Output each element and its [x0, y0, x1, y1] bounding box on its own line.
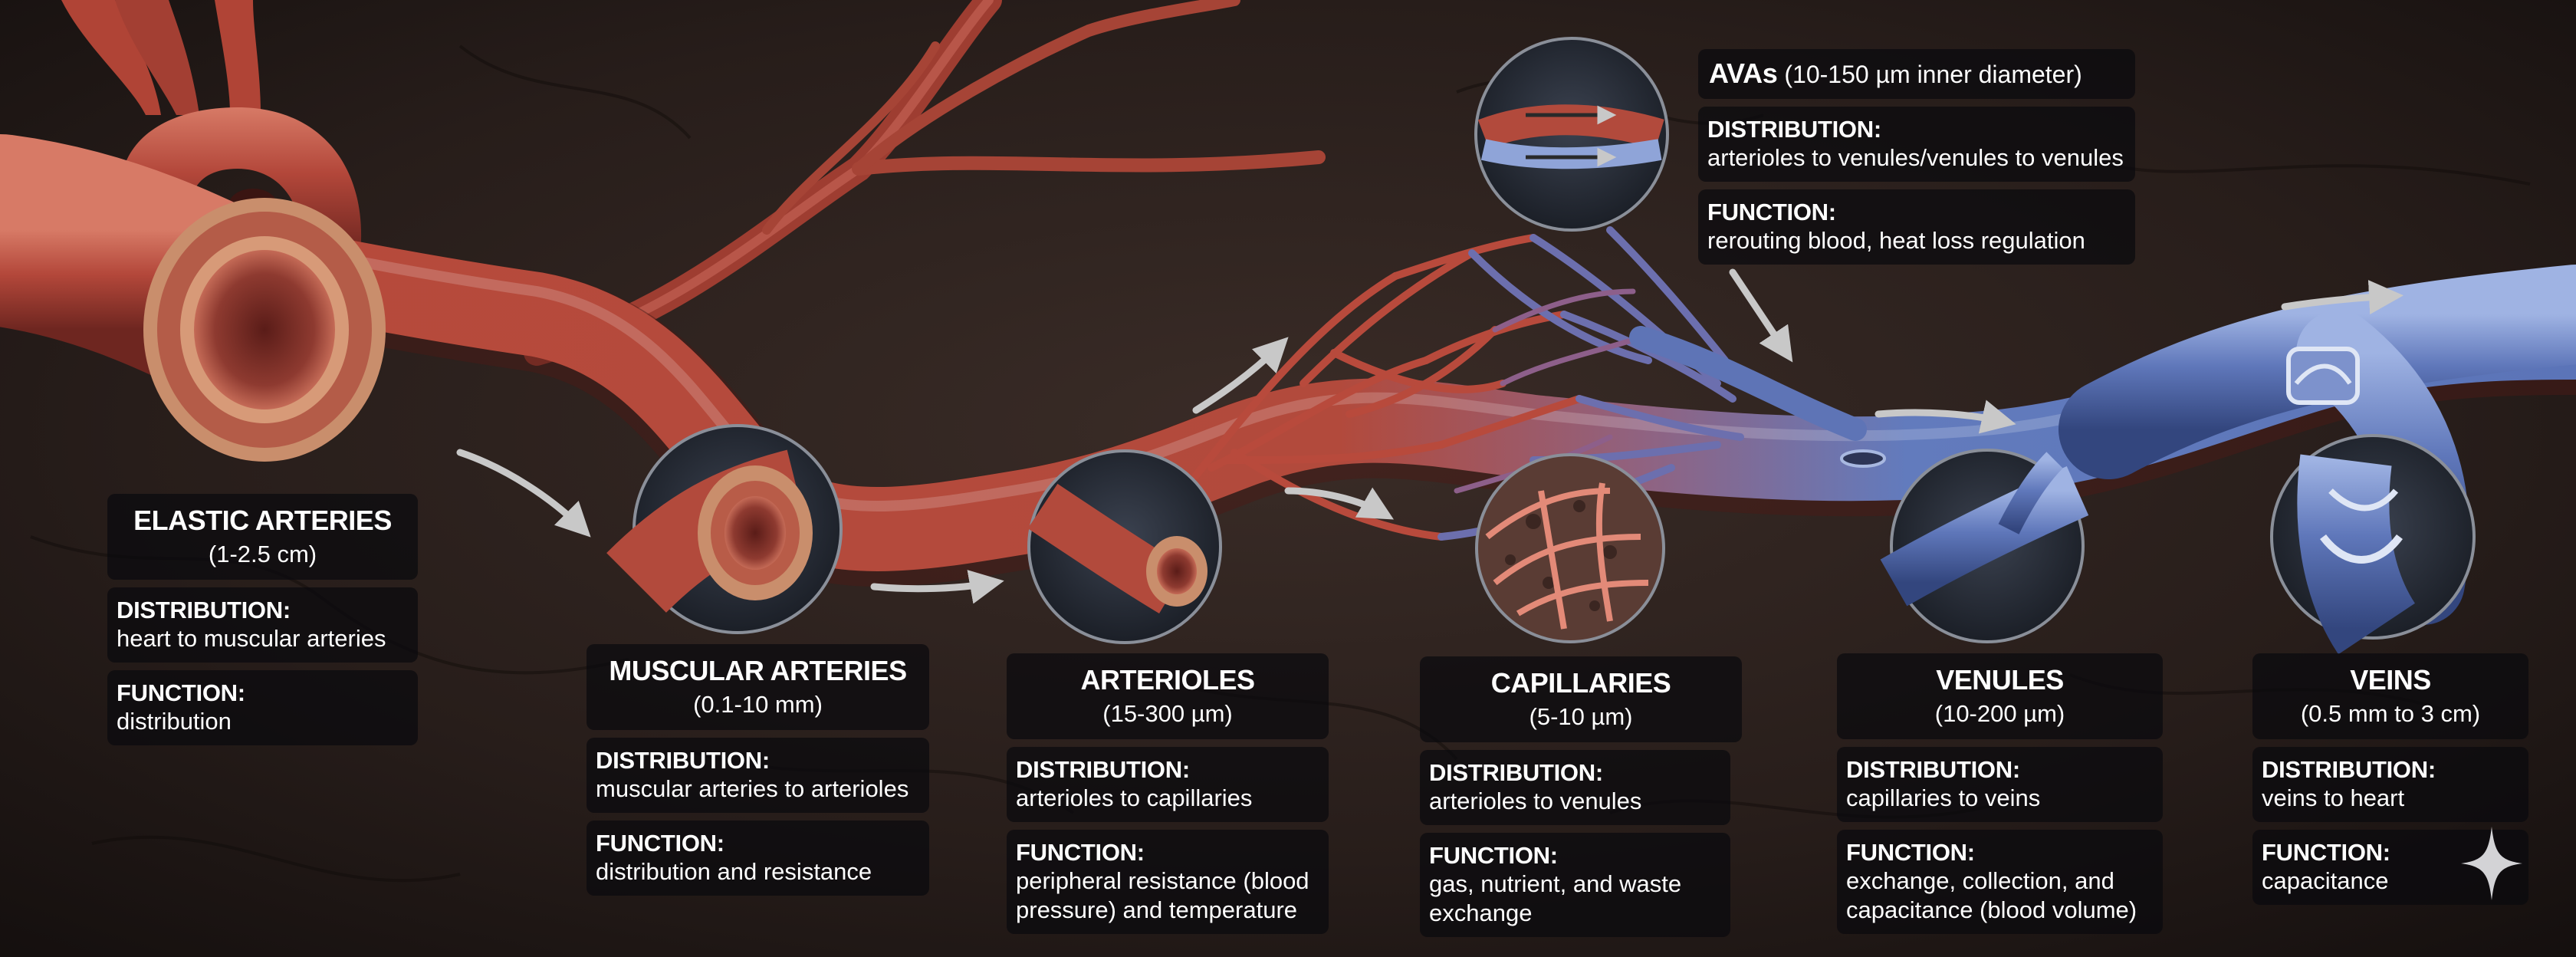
function-text-line: peripheral resistance (blood — [1016, 867, 1309, 894]
vessel-title: CAPILLARIES — [1490, 667, 1671, 699]
function-box: FUNCTION: gas, nutrient, and waste excha… — [1420, 833, 1730, 937]
vessel-size: (0.5 mm to 3 cm) — [2300, 700, 2481, 727]
distribution-label: DISTRIBUTION: — [1707, 116, 1881, 143]
vessel-title: VENULES — [1936, 664, 2064, 696]
distribution-text: veins to heart — [2262, 784, 2405, 811]
distribution-box: DISTRIBUTION: veins to heart — [2252, 747, 2528, 822]
function-label: FUNCTION: — [1016, 839, 1145, 866]
vein-valve — [2286, 347, 2360, 405]
distribution-box: DISTRIBUTION: muscular arteries to arter… — [586, 738, 929, 813]
avas-title-box: AVAs (10-150 µm inner diameter) — [1698, 49, 2135, 99]
flow-arrow — [456, 449, 591, 538]
function-label: FUNCTION: — [1429, 842, 1558, 869]
function-text-line: gas, nutrient, and waste — [1429, 870, 1682, 897]
flow-arrow — [1192, 337, 1289, 414]
veins-panel: VEINS (0.5 mm to 3 cm) DISTRIBUTION: vei… — [2252, 653, 2528, 913]
function-box: FUNCTION: capacitance — [2252, 830, 2528, 905]
avas-function-box: FUNCTION: rerouting blood, heat loss reg… — [1698, 189, 2135, 265]
vessel-title: ARTERIOLES — [1080, 664, 1255, 696]
vessel-size: (0.1-10 mm) — [693, 691, 823, 718]
arteriole-magnifier — [1027, 449, 1222, 644]
distribution-label: DISTRIBUTION: — [1429, 759, 1603, 786]
title-box: ARTERIOLES (15-300 µm) — [1007, 653, 1329, 739]
capillary-magnifier — [1475, 453, 1665, 643]
flow-arrow — [1875, 400, 2016, 434]
avas-title: AVAs — [1709, 58, 1778, 89]
vessel-size: (10-200 µm) — [1934, 700, 2065, 727]
flow-arrow — [1729, 268, 1793, 363]
capillaries-panel: CAPILLARIES (5-10 µm) DISTRIBUTION: arte… — [1420, 656, 1742, 945]
function-label: FUNCTION: — [2262, 839, 2390, 866]
function-text: capacitance — [2262, 867, 2389, 894]
function-text-line: exchange, collection, and — [1846, 867, 2114, 894]
capillary-network — [1192, 226, 1886, 541]
function-label: FUNCTION: — [1846, 839, 1975, 866]
function-box: FUNCTION: peripheral resistance (blood p… — [1007, 830, 1329, 934]
vessel-title: MUSCULAR ARTERIES — [609, 655, 907, 686]
vessel-size: (1-2.5 cm) — [208, 541, 317, 567]
distribution-label: DISTRIBUTION: — [117, 597, 291, 623]
distribution-label: DISTRIBUTION: — [1016, 756, 1190, 783]
ava-magnifier — [1474, 37, 1669, 232]
elastic-arteries-panel: ELASTIC ARTERIES (1-2.5 cm) DISTRIBUTION… — [107, 494, 418, 753]
function-label: FUNCTION: — [596, 830, 724, 857]
distribution-box: DISTRIBUTION: arterioles to venules — [1420, 750, 1730, 825]
venule-magnifier — [1880, 449, 2089, 643]
distribution-text: capillaries to veins — [1846, 784, 2041, 811]
flow-arrow — [870, 570, 1004, 604]
title-box: VEINS (0.5 mm to 3 cm) — [2252, 653, 2528, 739]
function-text-line: exchange — [1429, 899, 1533, 926]
function-text-line: capacitance (blood volume) — [1846, 896, 2137, 923]
distribution-label: DISTRIBUTION: — [596, 747, 770, 774]
avas-size: (10-150 µm inner diameter) — [1784, 61, 2082, 88]
avas-distribution-box: DISTRIBUTION: arterioles to venules/venu… — [1698, 107, 2135, 182]
vessel-size: (15-300 µm) — [1102, 700, 1233, 727]
function-label: FUNCTION: — [1707, 199, 1836, 225]
title-box: CAPILLARIES (5-10 µm) — [1420, 656, 1742, 742]
sparkle-icon — [2461, 827, 2522, 900]
function-text: distribution — [117, 708, 232, 735]
flow-arrow — [1284, 487, 1395, 520]
venules-panel: VENULES (10-200 µm) DISTRIBUTION: capill… — [1837, 653, 2163, 942]
arterioles-panel: ARTERIOLES (15-300 µm) DISTRIBUTION: art… — [1007, 653, 1329, 942]
avas-panel: AVAs (10-150 µm inner diameter) DISTRIBU… — [1698, 49, 2135, 272]
distribution-text: arterioles to venules — [1429, 788, 1642, 814]
function-box: FUNCTION: distribution — [107, 670, 418, 745]
distribution-text: muscular arteries to arterioles — [596, 775, 909, 802]
distribution-text: arterioles to venules/venules to venules — [1707, 144, 2124, 171]
vein-magnifier — [2270, 434, 2476, 655]
distribution-box: DISTRIBUTION: capillaries to veins — [1837, 747, 2163, 822]
function-box: FUNCTION: distribution and resistance — [586, 821, 929, 896]
distribution-label: DISTRIBUTION: — [1846, 756, 2020, 783]
title-box: MUSCULAR ARTERIES (0.1-10 mm) — [586, 644, 929, 730]
function-text: rerouting blood, heat loss regulation — [1707, 227, 2085, 254]
vessel-size: (5-10 µm) — [1529, 703, 1633, 730]
flow-arrow — [2281, 280, 2404, 314]
distribution-box: DISTRIBUTION: heart to muscular arteries — [107, 587, 418, 663]
function-label: FUNCTION: — [117, 679, 245, 706]
distribution-label: DISTRIBUTION: — [2262, 756, 2436, 783]
muscular-artery-magnifier — [606, 424, 843, 634]
vessel-title: ELASTIC ARTERIES — [133, 505, 392, 536]
elastic-artery-cross-section — [143, 198, 386, 462]
flow-arrows — [456, 268, 2404, 604]
distribution-text: heart to muscular arteries — [117, 625, 386, 652]
distribution-text: arterioles to capillaries — [1016, 784, 1253, 811]
title-box: ELASTIC ARTERIES (1-2.5 cm) — [107, 494, 418, 580]
title-box: VENULES (10-200 µm) — [1837, 653, 2163, 739]
muscular-arteries-panel: MUSCULAR ARTERIES (0.1-10 mm) DISTRIBUTI… — [586, 644, 929, 903]
function-text: distribution and resistance — [596, 858, 872, 885]
vessel-title: VEINS — [2350, 664, 2431, 696]
function-box: FUNCTION: exchange, collection, and capa… — [1837, 830, 2163, 934]
function-text-line: pressure) and temperature — [1016, 896, 1298, 923]
distribution-box: DISTRIBUTION: arterioles to capillaries — [1007, 747, 1329, 822]
